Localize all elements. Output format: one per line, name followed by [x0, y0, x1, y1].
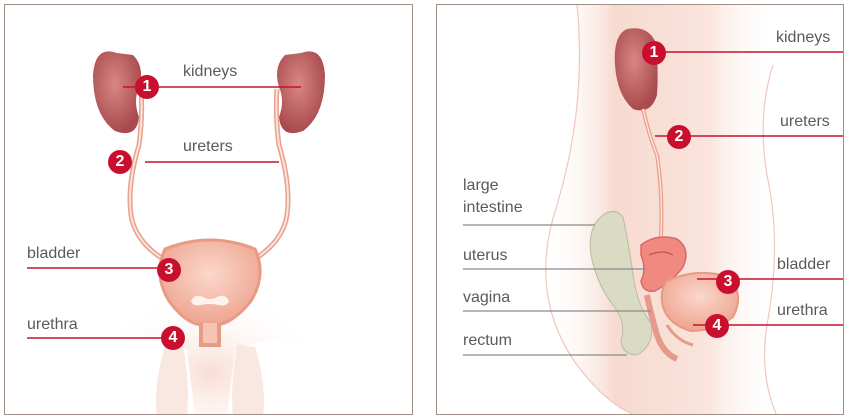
label-urethra: urethra [27, 316, 78, 334]
marker-3: 3 [157, 258, 181, 282]
marker-2: 2 [108, 150, 132, 174]
label-large-intestine-line1: large [463, 177, 499, 195]
label-ureters-side: ureters [780, 113, 830, 131]
label-rectum: rectum [463, 332, 512, 350]
right-kidney [277, 51, 325, 133]
marker-2-side: 2 [667, 125, 691, 149]
label-kidneys-side: kidneys [776, 29, 830, 47]
marker-4-side: 4 [705, 314, 729, 338]
urethra-shape [201, 323, 219, 345]
left-kidney [93, 51, 141, 133]
front-view-panel: kidneys ureters bladder urethra 1 2 3 4 [4, 4, 413, 415]
marker-1-side: 1 [642, 41, 666, 65]
label-urethra-side: urethra [777, 302, 828, 320]
label-ureters: ureters [183, 138, 233, 156]
label-uterus: uterus [463, 247, 507, 265]
label-vagina: vagina [463, 289, 510, 307]
label-kidneys: kidneys [183, 63, 237, 81]
label-bladder: bladder [27, 245, 80, 263]
marker-3-side: 3 [716, 270, 740, 294]
marker-1: 1 [135, 75, 159, 99]
side-view-panel: kidneys ureters bladder urethra large in… [436, 4, 844, 415]
label-large-intestine-line2: intestine [463, 199, 523, 217]
label-bladder-side: bladder [777, 256, 830, 274]
marker-4: 4 [161, 326, 185, 350]
